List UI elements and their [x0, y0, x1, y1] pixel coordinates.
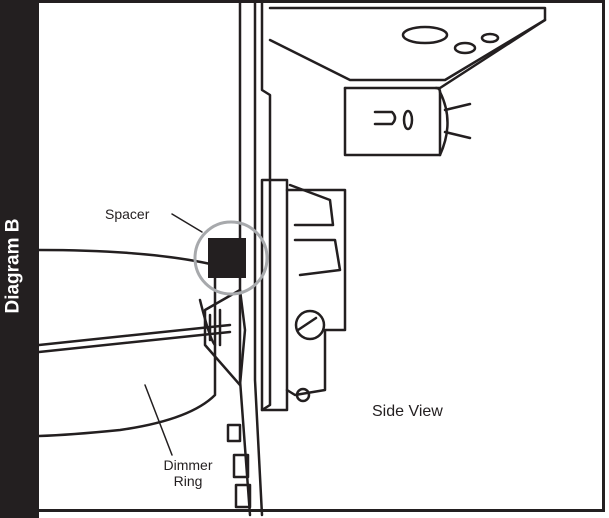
wire-connector-cap — [438, 90, 449, 157]
wall-plate-back — [253, 0, 264, 517]
side-view-label: Side View — [372, 403, 443, 420]
mounting-strap — [260, 0, 272, 412]
title-band — [0, 0, 39, 518]
dimmer-clip-mid — [293, 238, 342, 277]
spacer-block — [208, 238, 246, 278]
junction-box-outline — [268, 6, 547, 82]
dimmer-ring-label-line1: Dimmer — [163, 457, 213, 473]
spacer-highlight-circle — [193, 220, 269, 296]
dimmer-knob-detail — [296, 316, 318, 332]
screwdriver-shaft-top — [37, 323, 232, 347]
connector-slot-2 — [402, 109, 414, 131]
dimmer-ring-side — [37, 263, 217, 438]
dimmer-control-housing — [285, 188, 347, 397]
dimmer-knob — [294, 309, 326, 341]
diagram-frame — [39, 0, 605, 512]
knockout-hole-large — [401, 25, 449, 45]
dimmer-ring-label-line2: Ring — [173, 473, 203, 489]
screwdriver-shaft-bottom — [37, 330, 232, 354]
wire-connector-body — [343, 86, 442, 157]
plate-tab-upper — [226, 423, 242, 443]
dimmer-spring-loop — [295, 387, 311, 403]
junction-box-edge — [343, 18, 547, 90]
dimmer-ring-top-edge — [37, 248, 217, 267]
dimmer-ring-label: Dimmer Ring — [150, 457, 226, 489]
dimmer-module — [260, 178, 289, 412]
plate-tab-bottom — [234, 483, 252, 509]
connector-slot-1 — [373, 110, 397, 126]
spacer-leader-line — [171, 213, 203, 233]
plug-prong-upper — [443, 102, 472, 112]
knockout-hole-small-2 — [480, 32, 500, 44]
knockout-hole-small-1 — [453, 41, 477, 55]
dimmer-ring-leader-line — [144, 384, 173, 456]
plate-tab-lower — [232, 453, 250, 479]
dimmer-clip-upper — [288, 183, 335, 227]
plug-prong-lower — [443, 130, 472, 140]
spacer-label: Spacer — [105, 206, 150, 222]
